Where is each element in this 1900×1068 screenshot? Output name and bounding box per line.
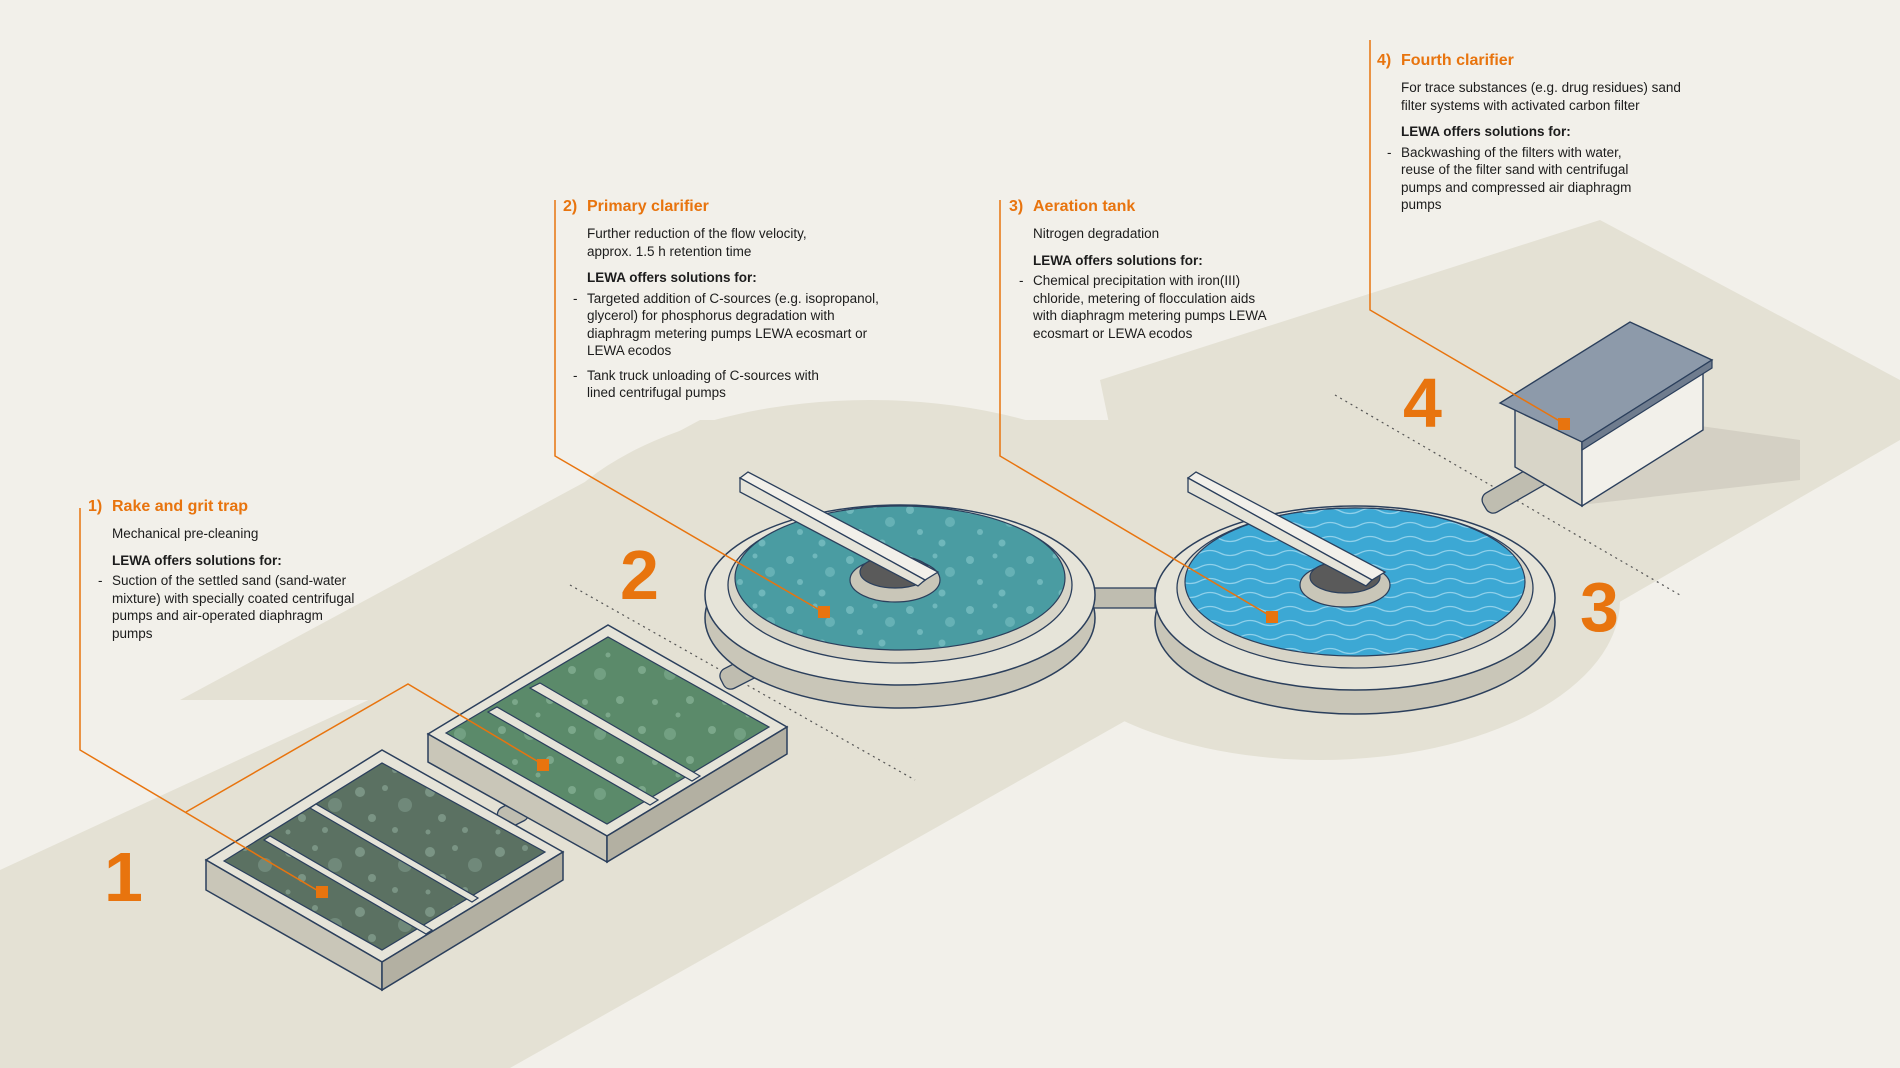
ground-band-left	[0, 690, 1180, 1068]
stage-number-4: 4	[1403, 364, 1442, 442]
callout-1-subtitle: Mechanical pre-cleaning	[112, 526, 259, 541]
grit-trap-tank	[204, 749, 565, 992]
callout-2-subtitle: Further reduction of the flow velocity, …	[587, 226, 807, 259]
stage-number-1: 1	[104, 838, 143, 916]
callout-1-lewa-heading: LEWA offers solutions for:	[112, 552, 282, 568]
callout-3-item: Chemical precipitation with iron(III) ch…	[1019, 272, 1273, 342]
callout-4-lewa-heading: LEWA offers solutions for:	[1401, 124, 1571, 139]
primary-clarifier-tank	[704, 471, 1096, 709]
callout-2-lewa-heading: LEWA offers solutions for:	[587, 270, 757, 285]
callout-fourth-clarifier: 4)Fourth clarifier For trace substances …	[1377, 51, 1697, 221]
callout-2-item: Targeted addition of C-sources (e.g. iso…	[573, 290, 887, 360]
callout-aeration-tank: 3)Aeration tank Nitrogen degradation LEW…	[1009, 197, 1279, 349]
callout-3-lewa-heading: LEWA offers solutions for:	[1033, 252, 1203, 268]
callout-rake-grit-trap: 1)Rake and grit trap Mechanical pre-clea…	[88, 497, 358, 649]
callout-4-title: 4)Fourth clarifier	[1377, 52, 1514, 69]
aeration-tank	[1154, 471, 1556, 715]
sand-channel-tank	[426, 624, 789, 864]
stage-number-2: 2	[620, 536, 659, 614]
callout-3-subtitle: Nitrogen degradation	[1033, 226, 1160, 241]
stage-number-3: 3	[1580, 568, 1619, 646]
filter-building	[1498, 321, 1800, 508]
callout-4-subtitle: For trace substances (e.g. drug residues…	[1401, 80, 1681, 113]
callout-4-item: Backwashing of the filters with water, r…	[1387, 144, 1641, 214]
callout-primary-clarifier: 2)Primary clarifier Further reduction of…	[563, 197, 883, 409]
callout-2-title: 2)Primary clarifier	[563, 198, 709, 215]
callout-1-title: 1)Rake and grit trap	[88, 498, 249, 515]
callout-1-item: Suction of the settled sand (sand-water …	[98, 572, 358, 642]
callout-2-item: Tank truck unloading of C-sources with l…	[573, 367, 842, 402]
callout-3-title: 3)Aeration tank	[1009, 198, 1136, 215]
